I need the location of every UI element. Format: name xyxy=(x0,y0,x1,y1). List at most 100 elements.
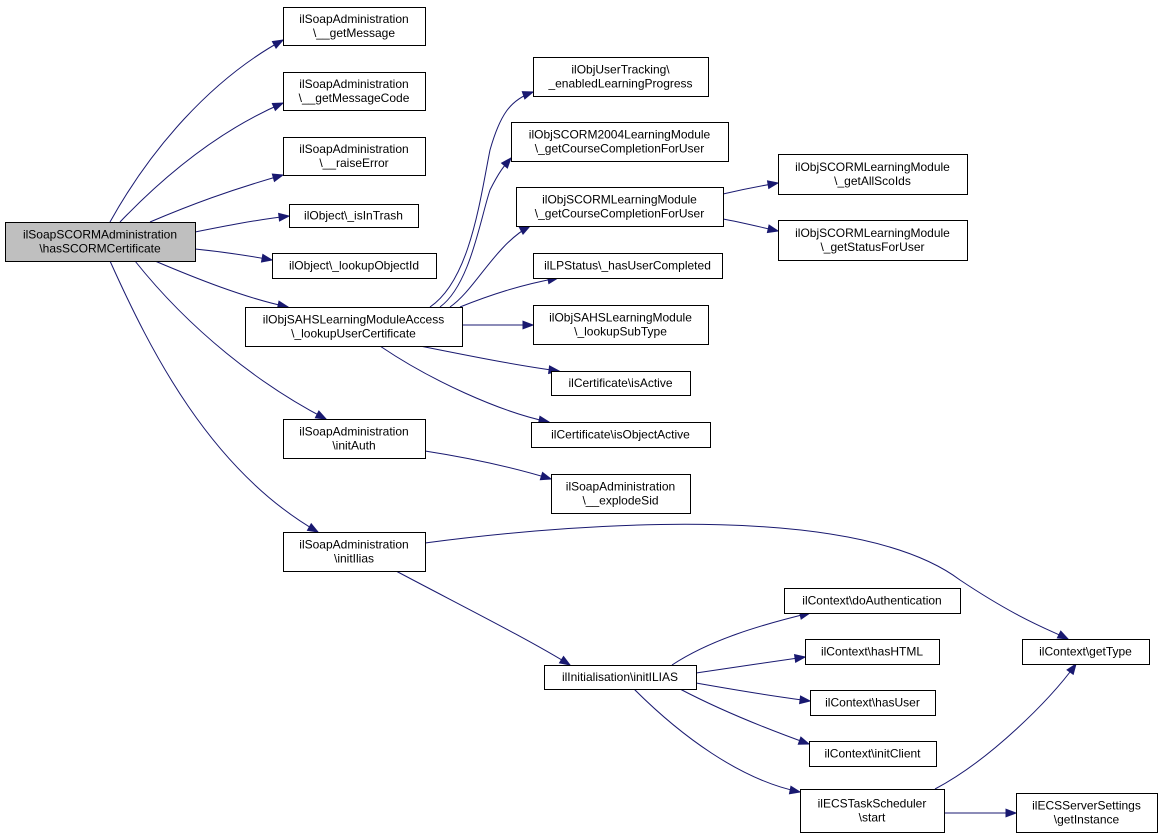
function-node[interactable]: ilSoapAdministration\__explodeSid xyxy=(551,474,691,514)
function-node[interactable]: ilECSTaskScheduler\start xyxy=(800,789,945,833)
edge-n8-to-n19 xyxy=(395,570,572,666)
node-label-line: ilObjSCORMLearningModule xyxy=(542,193,697,207)
arrowhead-icon xyxy=(271,39,285,50)
edge-line xyxy=(419,345,560,372)
edge-line xyxy=(395,570,571,666)
node-label-line: \initIlias xyxy=(334,552,374,566)
edge-n19-to-n24 xyxy=(679,688,811,745)
edge-n7-to-n18 xyxy=(424,450,553,481)
root-function-node[interactable]: ilSoapSCORMAdministration\hasSCORMCertif… xyxy=(5,222,196,262)
edge-n6-to-n13 xyxy=(461,320,535,330)
node-label-line: ilContext\initClient xyxy=(824,747,921,761)
node-box xyxy=(778,220,968,261)
function-node[interactable]: ilObjUserTracking\_enabledLearningProgre… xyxy=(533,57,709,97)
edge-line xyxy=(679,688,810,745)
function-node[interactable]: ilECSServerSettings\getInstance xyxy=(1016,793,1158,833)
function-node[interactable]: ilObjSCORMLearningModule\_getStatusForUs… xyxy=(778,220,968,261)
function-node[interactable]: ilObjSCORMLearningModule\_getCourseCompl… xyxy=(516,187,724,227)
edge-n19-to-n25 xyxy=(633,688,802,795)
function-node[interactable]: ilSoapAdministration\__getMessage xyxy=(283,7,426,46)
node-box xyxy=(778,154,968,195)
node-label-line: \__getMessage xyxy=(313,26,395,40)
node-label-line: ilSoapAdministration xyxy=(299,12,408,26)
arrowhead-icon xyxy=(799,695,812,705)
function-node[interactable]: ilCertificate\isActive xyxy=(551,371,691,396)
edge-line xyxy=(671,612,811,666)
function-node[interactable]: ilContext\initClient xyxy=(809,741,937,767)
node-box xyxy=(1016,793,1158,833)
edge-root-to-n6 xyxy=(154,260,290,310)
arrowhead-icon xyxy=(1005,808,1018,818)
arrowhead-icon xyxy=(314,410,328,420)
node-label-line: ilLPStatus\_hasUserCompleted xyxy=(544,259,711,273)
function-node[interactable]: ilInitialisation\initILIAS xyxy=(544,665,697,690)
function-node[interactable]: ilObject\_isInTrash xyxy=(289,204,419,228)
arrowhead-icon xyxy=(766,180,780,190)
node-label-line: \start xyxy=(859,811,886,825)
edge-line xyxy=(134,260,327,420)
arrowhead-icon xyxy=(793,654,807,663)
arrowhead-icon xyxy=(1066,662,1077,676)
arrowhead-icon xyxy=(306,522,320,533)
edge-line xyxy=(429,91,534,308)
function-node[interactable]: ilContext\doAuthentication xyxy=(784,588,961,614)
node-label-line: \__getMessageCode xyxy=(299,91,410,105)
edge-root-to-n2 xyxy=(119,102,285,223)
node-label-line: ilECSServerSettings xyxy=(1032,799,1141,813)
edge-n8-to-n20 xyxy=(424,523,1070,640)
edge-line xyxy=(194,248,273,261)
node-box xyxy=(533,305,709,345)
arrowhead-icon xyxy=(500,156,512,169)
edge-n19-to-n22 xyxy=(695,654,807,674)
function-node[interactable]: ilSoapAdministration\initIlias xyxy=(283,532,426,572)
edge-n6-to-n15 xyxy=(379,345,551,425)
arrowhead-icon xyxy=(788,785,802,795)
node-label-line: ilInitialisation\initILIAS xyxy=(562,670,678,684)
node-label-line: ilSoapAdministration xyxy=(566,480,675,494)
node-label-line: ilObjSCORMLearningModule xyxy=(795,160,950,174)
function-node[interactable]: ilObjSAHSLearningModuleAccess\_lookupUse… xyxy=(245,307,463,347)
function-node[interactable]: ilSoapAdministration\__getMessageCode xyxy=(283,72,426,111)
node-box xyxy=(809,741,937,767)
function-node[interactable]: ilContext\getType xyxy=(1022,639,1150,665)
node-box xyxy=(283,7,426,46)
node-label-line: \_lookupSubType xyxy=(574,325,667,339)
edge-line xyxy=(633,688,801,793)
node-box xyxy=(533,57,709,97)
node-label-line: ilObjSAHSLearningModule xyxy=(549,311,692,325)
function-node[interactable]: ilSoapAdministration\initAuth xyxy=(283,419,426,459)
node-label-line: \_getStatusForUser xyxy=(820,240,924,254)
function-node[interactable]: ilObject\_lookupObjectId xyxy=(272,253,437,279)
function-node[interactable]: ilObjSAHSLearningModule\_lookupSubType xyxy=(533,305,709,345)
function-node[interactable]: ilCertificate\isObjectActive xyxy=(531,422,711,448)
node-box xyxy=(5,222,196,262)
edge-n6-to-n9 xyxy=(429,91,535,308)
node-label-line: ilSoapAdministration xyxy=(299,142,408,156)
edge-line xyxy=(424,523,1069,640)
node-box xyxy=(511,122,729,162)
node-box xyxy=(784,588,961,614)
node-box xyxy=(800,789,945,833)
function-node[interactable]: ilObjSCORMLearningModule\_getAllScoIds xyxy=(778,154,968,195)
edge-line xyxy=(934,663,1077,790)
node-label-line: \_getAllScoIds xyxy=(834,174,911,188)
function-node[interactable]: ilLPStatus\_hasUserCompleted xyxy=(533,253,723,279)
node-box xyxy=(283,532,426,572)
edge-root-to-n1 xyxy=(109,39,285,223)
edge-root-to-n8 xyxy=(109,260,320,533)
node-box xyxy=(544,665,697,690)
function-node[interactable]: ilContext\hasHTML xyxy=(805,639,940,665)
edge-n19-to-n23 xyxy=(695,682,812,705)
function-node[interactable]: ilObjSCORM2004LearningModule\_getCourseC… xyxy=(511,122,729,162)
function-node[interactable]: ilContext\hasUser xyxy=(810,690,936,716)
edge-n25-to-n26 xyxy=(944,808,1018,818)
node-label-line: ilObjSCORM2004LearningModule xyxy=(529,128,711,142)
function-node[interactable]: ilSoapAdministration\__raiseError xyxy=(283,137,426,176)
edge-line xyxy=(379,345,550,423)
edge-n6-to-n11 xyxy=(449,225,532,308)
node-label-line: \__explodeSid xyxy=(582,494,658,508)
node-box xyxy=(551,371,691,396)
arrowhead-icon xyxy=(521,91,535,100)
node-box xyxy=(245,307,463,347)
